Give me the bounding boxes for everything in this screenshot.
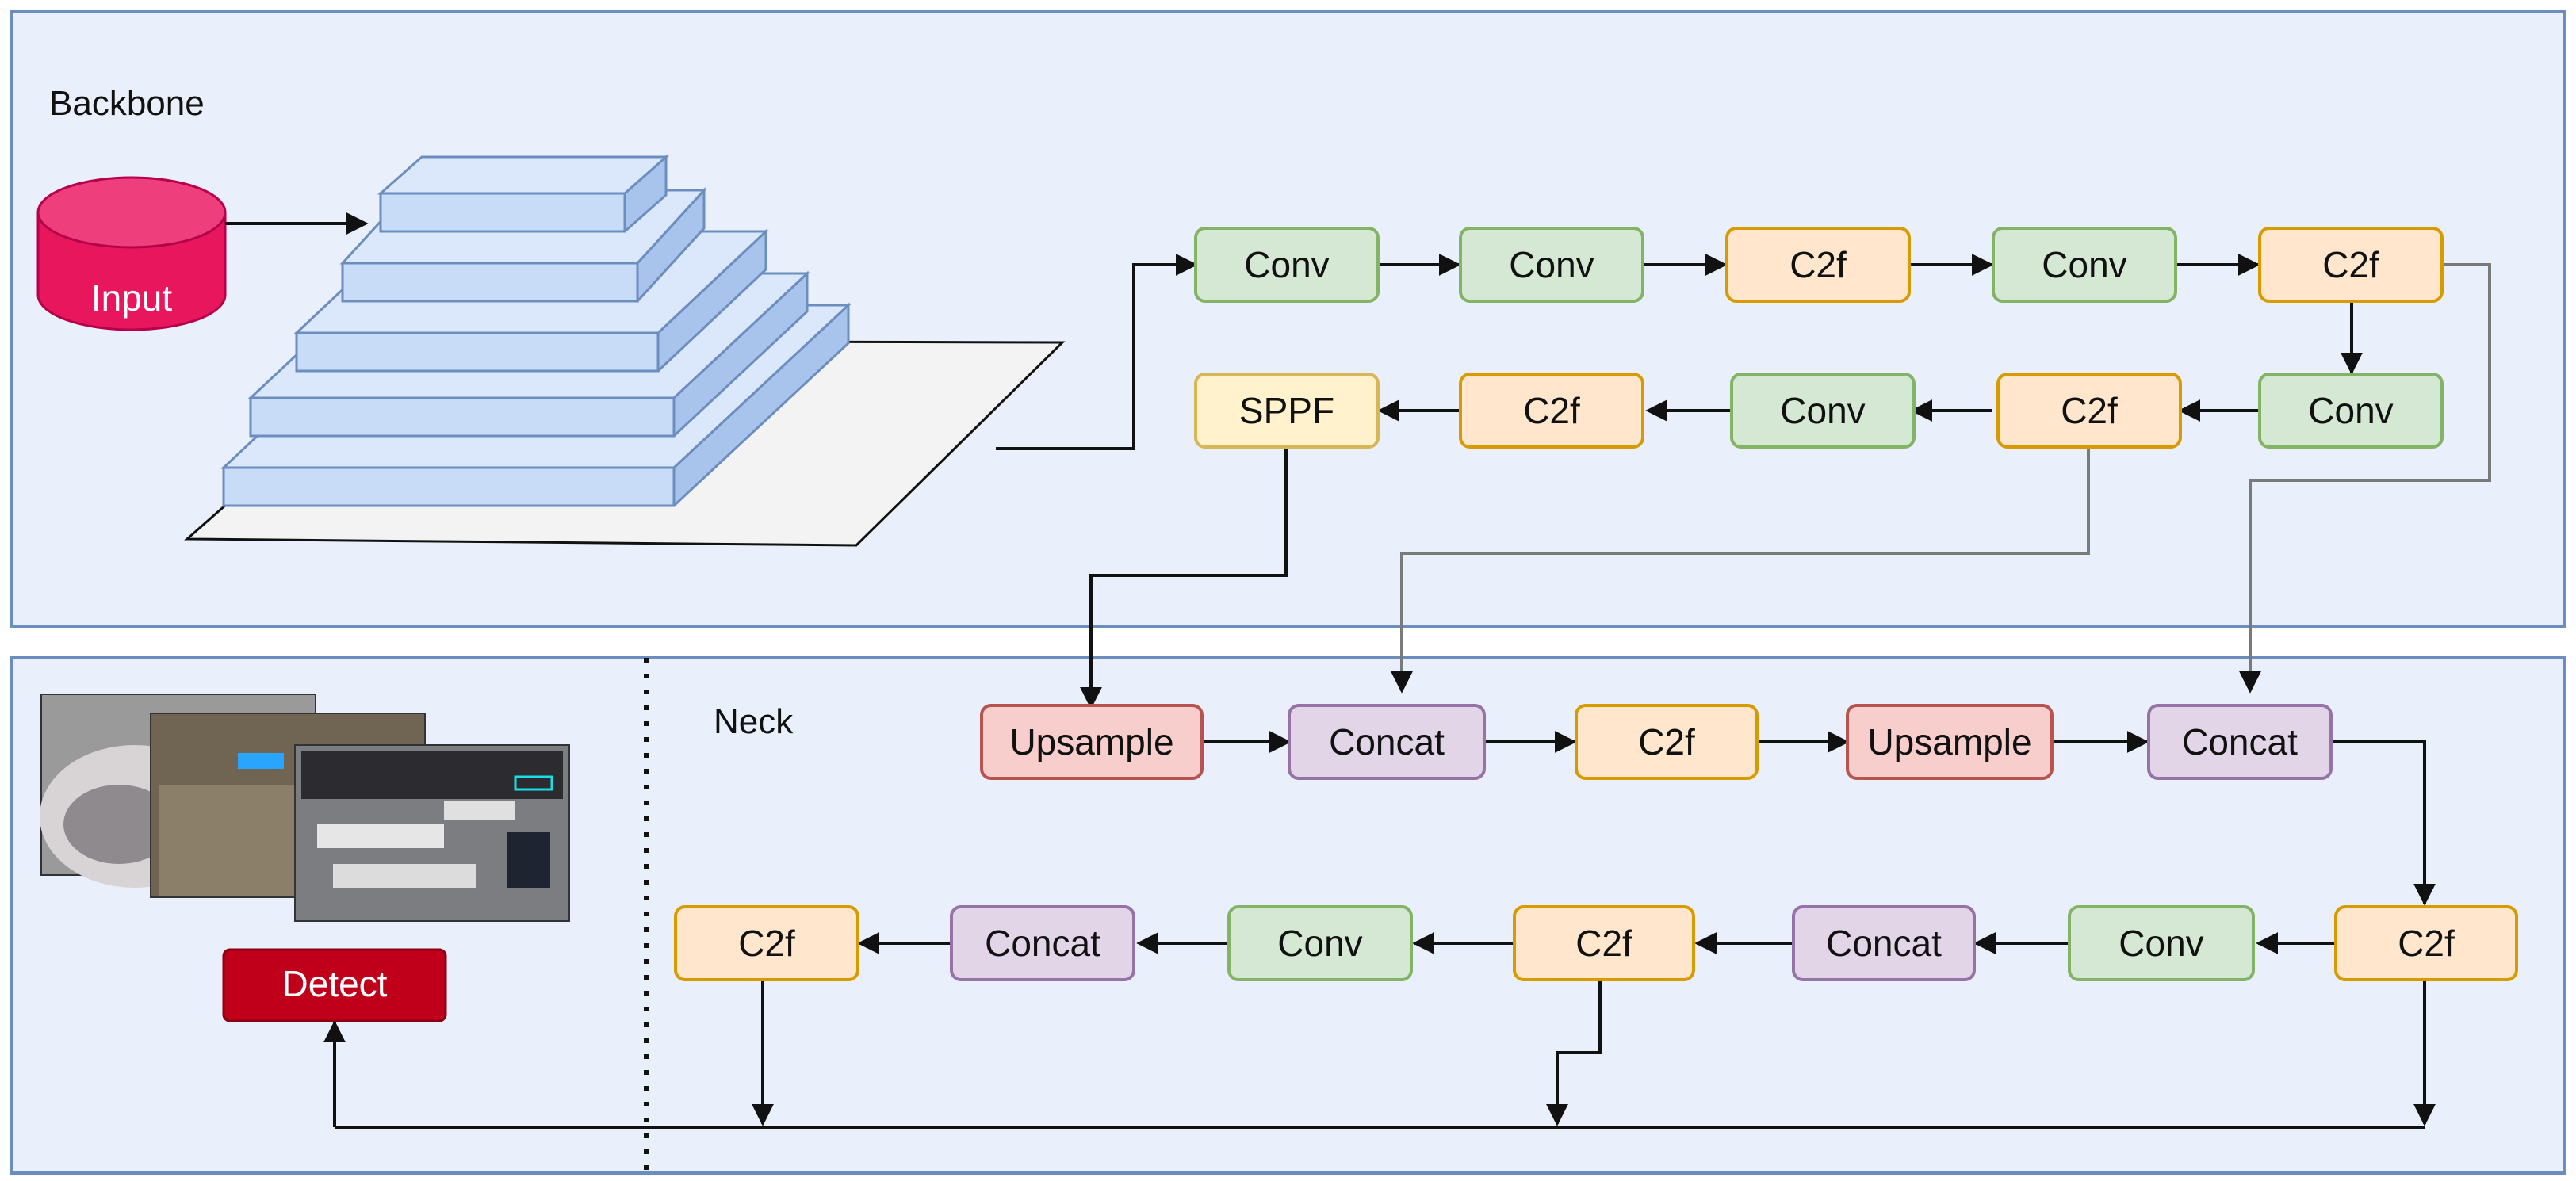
svg-text:Concat: Concat — [985, 923, 1100, 964]
backbone-c2f-4: C2f — [1459, 373, 1644, 449]
backbone-conv-5: Conv — [1730, 373, 1916, 449]
input-label: Input — [91, 277, 173, 319]
svg-text:C2f: C2f — [1575, 923, 1632, 964]
backbone-conv-4: Conv — [2258, 373, 2444, 449]
backbone-section-label: Backbone — [49, 84, 205, 123]
svg-text:SPPF: SPPF — [1239, 390, 1334, 431]
svg-text:C2f: C2f — [738, 923, 795, 964]
svg-text:Upsample: Upsample — [1009, 721, 1173, 762]
svg-text:C2f: C2f — [2322, 244, 2379, 285]
backbone-c2f-2: C2f — [2258, 227, 2444, 303]
svg-text:Conv: Conv — [2119, 923, 2203, 964]
neck-concat-4: Concat — [950, 905, 1135, 981]
neck-concat-2: Concat — [2147, 704, 2333, 780]
svg-text:Conv: Conv — [2042, 244, 2126, 285]
svg-text:C2f: C2f — [1638, 721, 1695, 762]
neck-concat-3: Concat — [1792, 905, 1976, 981]
neck-c2f-1: C2f — [1575, 704, 1759, 780]
backbone-c2f-3: C2f — [1996, 373, 2182, 449]
neck-upsample-1: Upsample — [980, 704, 1204, 780]
neck-c2f-out-3: C2f — [2334, 905, 2518, 981]
svg-text:Conv: Conv — [1780, 390, 1865, 431]
neck-c2f-out-2: C2f — [1513, 905, 1695, 981]
svg-text:Conv: Conv — [1277, 923, 1362, 964]
detect-label: Detect — [282, 963, 388, 1004]
svg-text:C2f: C2f — [2398, 923, 2455, 964]
backbone-conv-1: Conv — [1194, 227, 1380, 303]
svg-text:Concat: Concat — [2182, 721, 2298, 762]
svg-text:C2f: C2f — [1789, 244, 1847, 285]
backbone-conv-3: Conv — [1992, 227, 2177, 303]
backbone-c2f-1: C2f — [1725, 227, 1911, 303]
backbone-pyramid-illustration — [184, 154, 1066, 547]
neck-conv-2: Conv — [1227, 905, 1413, 981]
svg-text:Conv: Conv — [1244, 244, 1329, 285]
neck-concat-1: Concat — [1288, 704, 1486, 780]
neck-conv-1: Conv — [2068, 905, 2255, 981]
backbone-conv-2: Conv — [1459, 227, 1644, 303]
backbone-sppf: SPPF — [1194, 373, 1380, 449]
detect-block: Detect — [222, 948, 447, 1022]
neck-c2f-out-1: C2f — [674, 905, 859, 981]
svg-text:C2f: C2f — [2061, 390, 2118, 431]
neck-section-label: Neck — [714, 702, 794, 741]
svg-text:Conv: Conv — [1509, 244, 1594, 285]
svg-text:Conv: Conv — [2308, 390, 2393, 431]
svg-text:Concat: Concat — [1329, 721, 1445, 762]
svg-text:C2f: C2f — [1523, 390, 1580, 431]
detection-sample-frames — [40, 694, 570, 922]
svg-text:Concat: Concat — [1826, 923, 1942, 964]
neck-upsample-2: Upsample — [1846, 704, 2054, 780]
input-database-icon: Input — [36, 176, 227, 331]
svg-text:Upsample: Upsample — [1867, 721, 2031, 762]
